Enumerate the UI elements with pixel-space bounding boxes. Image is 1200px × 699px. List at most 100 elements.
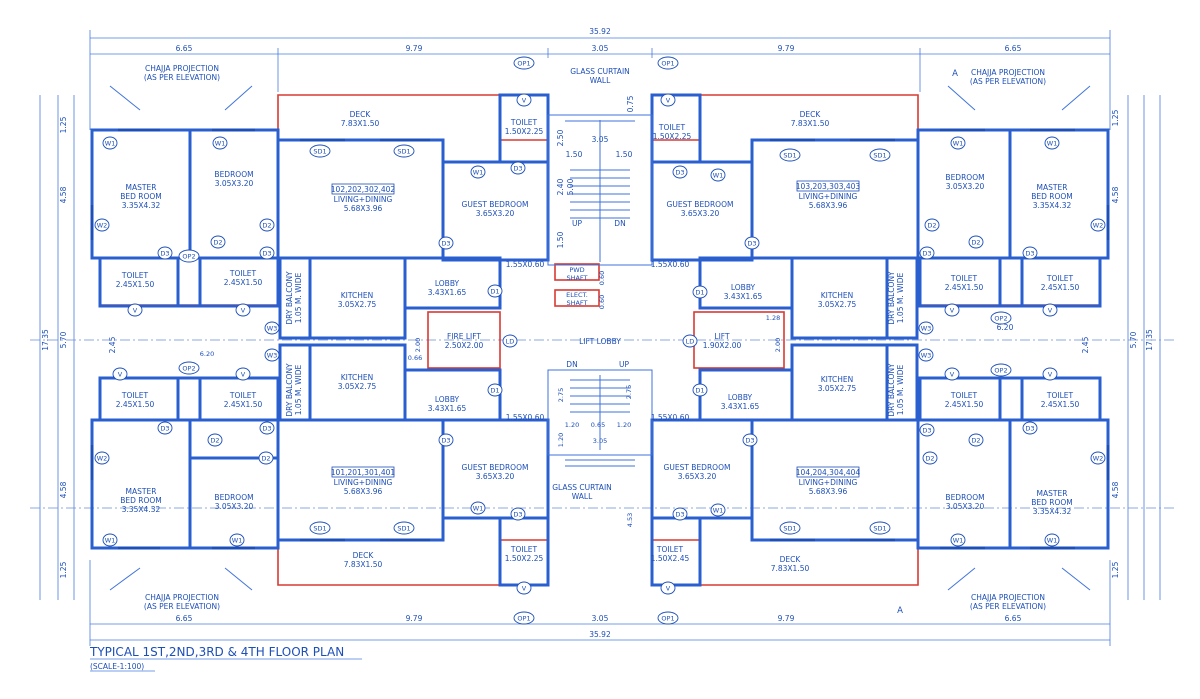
tag-sd1: SD1 — [393, 521, 415, 535]
tag-d3: D3 — [1022, 246, 1038, 260]
stair-up: UP — [572, 219, 582, 228]
room-label: TOILET — [229, 391, 257, 400]
room-size: 3.05X3.20 — [215, 179, 254, 188]
tag-text: D2 — [213, 239, 222, 247]
tag-d3: D3 — [438, 236, 454, 250]
tag-text: D3 — [441, 240, 450, 248]
core-dim: 5.00 — [566, 178, 575, 195]
chajja-bottom-left: CHAJJA PROJECTION (AS PER ELEVATION) — [109, 567, 253, 611]
room-size: 5.68X3.96 — [809, 201, 848, 210]
room-size: 5.68X3.96 — [344, 487, 383, 496]
fire-lift-size: 2.50X2.00 — [445, 341, 484, 350]
glass-wall-note: WALL — [572, 492, 593, 501]
tag-w1: W1 — [470, 165, 486, 179]
tag-text: D3 — [513, 511, 522, 519]
dim-right-125-top: 1.25 — [1111, 109, 1120, 126]
room-size: 7.83X1.50 — [344, 560, 383, 569]
dim-mid-top-right: 9.79 — [778, 44, 795, 53]
room-label: DRY BALCONY — [887, 363, 896, 417]
tag-text: D2 — [925, 455, 934, 463]
tag-sd1: SD1 — [393, 144, 415, 158]
tag-text: D3 — [160, 425, 169, 433]
core-dim: 1.50 — [556, 231, 565, 248]
tag-text: V — [522, 585, 527, 593]
room-size: 3.35X4.32 — [122, 505, 161, 514]
tag-text: OP1 — [517, 60, 530, 68]
room-size: 3.05X2.75 — [338, 382, 377, 391]
tag-v: V — [944, 303, 960, 317]
tag-w3: W3 — [918, 321, 934, 335]
room-label: KITCHEN — [821, 291, 854, 300]
tag-text: V — [241, 371, 246, 379]
tag-d1: D1 — [487, 383, 503, 397]
tag-d3: D3 — [438, 433, 454, 447]
tag-text: D3 — [745, 437, 754, 445]
tag-text: D3 — [675, 511, 684, 519]
dim-note: 1.55X0.60 — [651, 413, 690, 422]
dim-note: 1.55X0.60 — [651, 260, 690, 269]
tag-text: V — [241, 307, 246, 315]
chajja-note: (AS PER ELEVATION) — [970, 77, 1046, 86]
room-size: 1.50X2.25 — [653, 132, 692, 141]
tag-text: D2 — [971, 239, 980, 247]
tag-v: V — [660, 93, 676, 107]
tag-text: D2 — [927, 222, 936, 230]
room-label: TOILET — [658, 123, 686, 132]
tag-d3: D3 — [672, 507, 688, 521]
room-size: 2.45X1.50 — [116, 400, 155, 409]
tag-v: V — [235, 303, 251, 317]
room-size: 2.45X1.50 — [1041, 283, 1080, 292]
core-dim: 1.50 — [566, 150, 583, 159]
top-dimensions: 35.92 6.65 9.79 3.05 9.79 6.65 — [89, 27, 1111, 130]
unit-top-left: DECK 7.83X1.50 TOILET 1.50X2.25 MASTER B… — [116, 110, 545, 325]
dim-note: 6.20 — [997, 323, 1014, 332]
tag-text: V — [950, 371, 955, 379]
room-size: 3.65X3.20 — [681, 209, 720, 218]
room-size: 3.65X3.20 — [476, 472, 515, 481]
tag-w1: W1 — [229, 533, 245, 547]
room-size: 3.05X3.20 — [946, 182, 985, 191]
core-dim: 2.50 — [556, 129, 565, 146]
bottom-dimensions: 6.65 9.79 3.05 9.79 6.65 35.92 — [89, 560, 1111, 646]
room-size: 1.50X2.25 — [505, 127, 544, 136]
tag-sd1: SD1 — [309, 521, 331, 535]
room-size: 5.68X3.96 — [809, 487, 848, 496]
room-label: TOILET — [656, 545, 684, 554]
stair-down: DN — [614, 219, 625, 228]
tag-v: V — [516, 93, 532, 107]
tag-text: D1 — [695, 289, 704, 297]
chajja-top-right: CHAJJA PROJECTION (AS PER ELEVATION) A — [947, 68, 1091, 111]
room-label: GUEST BEDROOM — [667, 200, 734, 209]
core-dim: 2.40 — [556, 178, 565, 195]
tag-d3: D3 — [157, 246, 173, 260]
core-dim: 0.66 — [408, 354, 422, 362]
room-size: 3.05X2.75 — [818, 384, 857, 393]
tag-d2: D2 — [258, 451, 274, 465]
room-label: MASTER — [1037, 489, 1068, 498]
tag-text: V — [1048, 371, 1053, 379]
tag-w2: W2 — [1090, 451, 1106, 465]
dim-note: 1.55X0.60 — [506, 260, 545, 269]
tag-d2: D2 — [207, 433, 223, 447]
tag-text: W1 — [953, 537, 964, 545]
room-size: 3.35X4.32 — [1033, 507, 1072, 516]
shaft-label: SHAFT — [566, 274, 587, 282]
tag-d2: D2 — [924, 218, 940, 232]
tag-text: D2 — [971, 437, 980, 445]
tag-text: W3 — [921, 352, 932, 360]
drawing-title: TYPICAL 1ST,2ND,3RD & 4TH FLOOR PLAN — [89, 645, 344, 659]
glass-wall-note: WALL — [590, 76, 611, 85]
tag-op1: OP1 — [657, 611, 679, 625]
tag-w1: W1 — [470, 501, 486, 515]
unit-numbers: 104,204,304,404 — [796, 468, 861, 477]
tag-text: SD1 — [783, 525, 796, 533]
room-label: TOILET — [510, 118, 538, 127]
tag-d2: D2 — [210, 235, 226, 249]
tag-v: V — [1042, 303, 1058, 317]
tag-op2: OP2 — [990, 363, 1012, 377]
tag-text: SD1 — [397, 148, 410, 156]
room-label: DECK — [353, 551, 375, 560]
tag-text: D3 — [513, 165, 522, 173]
tag-v: V — [235, 367, 251, 381]
